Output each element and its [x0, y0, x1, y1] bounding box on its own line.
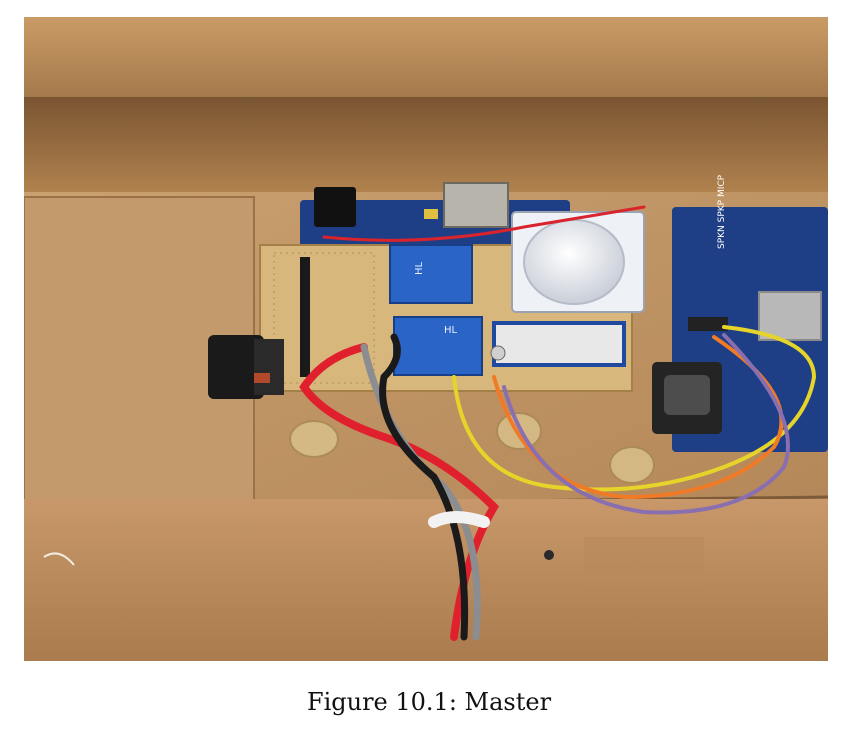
wireless-module — [490, 321, 626, 367]
relay-top-label: HL — [414, 261, 425, 275]
relay-module-top: HL — [389, 244, 473, 304]
wires — [299, 205, 817, 641]
figure-caption: Figure 10.1: Master — [306, 688, 552, 716]
hot-glue-blobs — [289, 412, 655, 484]
relay-bottom-label: HL — [444, 325, 458, 336]
master-device-photo: SPKN SPKP MICP HL HL — [24, 17, 828, 661]
buzzer — [208, 335, 284, 399]
relay-module-bottom: HL — [393, 316, 483, 376]
gsm-board-label: SPKN SPKP MICP — [717, 174, 727, 249]
pir-motion-sensor — [511, 211, 645, 313]
